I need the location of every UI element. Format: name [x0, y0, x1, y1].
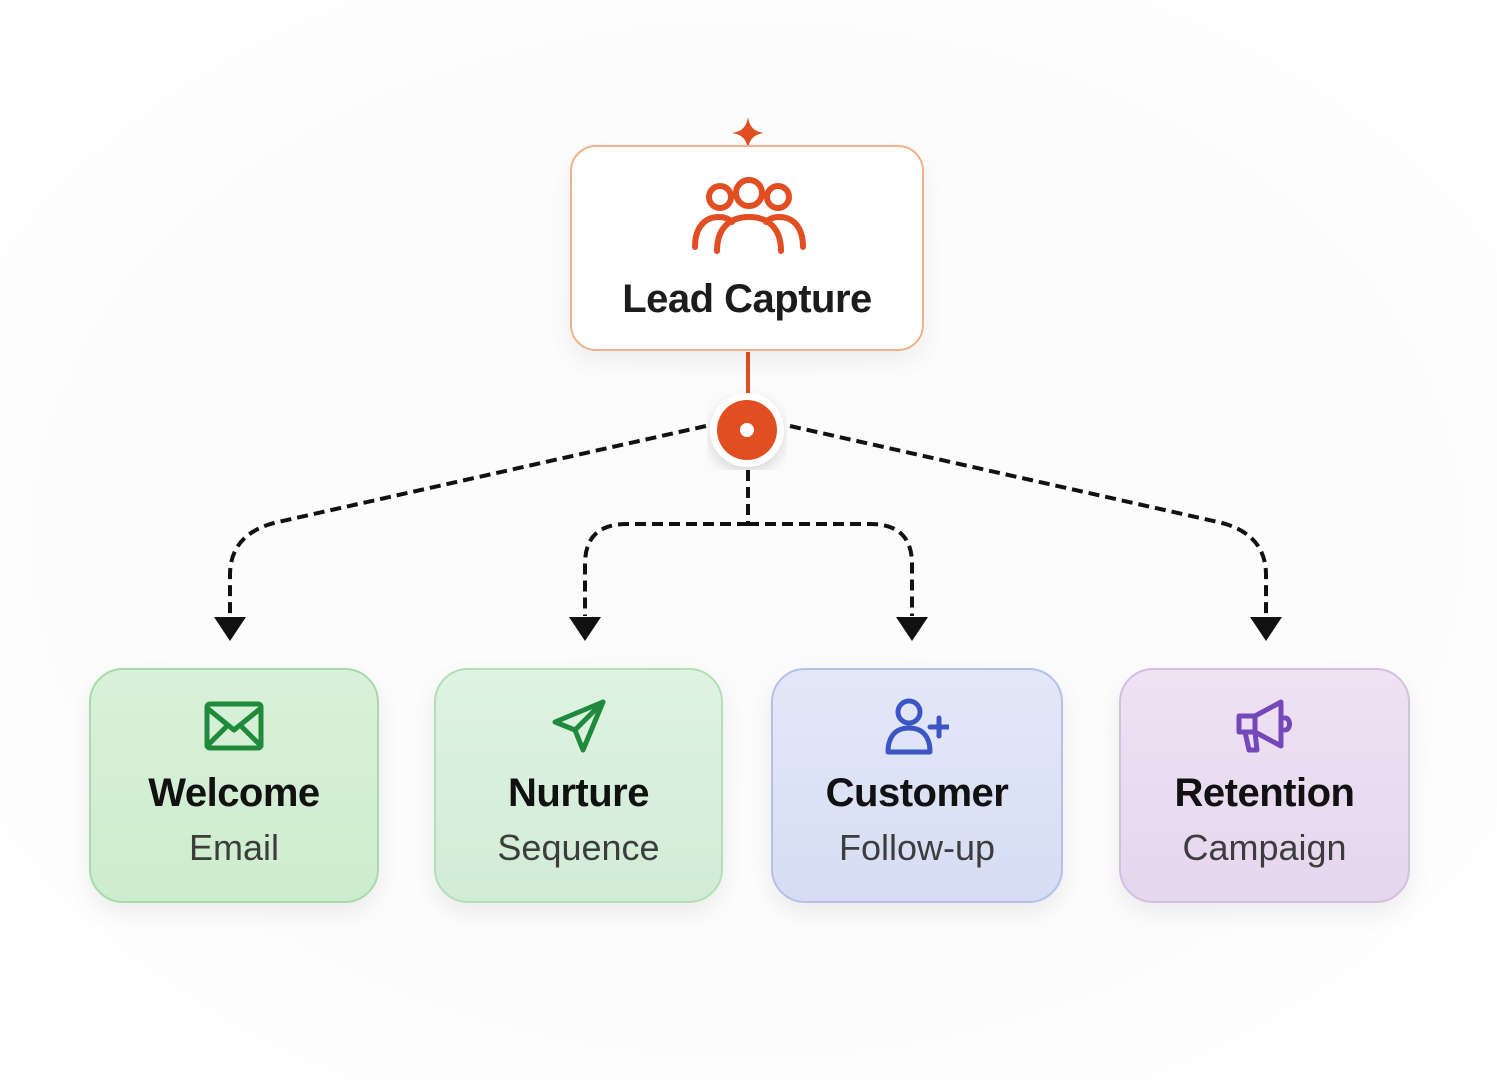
arrowhead-retention — [1250, 617, 1282, 641]
user-plus-icon — [885, 698, 949, 755]
nurture-sequence-node[interactable]: Nurture Sequence — [434, 668, 723, 903]
node-title: Retention — [1174, 771, 1355, 815]
megaphone-icon — [1236, 699, 1292, 753]
customer-follow-up-node[interactable]: Customer Follow-up — [771, 668, 1063, 903]
connector-to-nurture — [583, 522, 748, 616]
send-icon — [552, 699, 605, 753]
retention-campaign-node[interactable]: Retention Campaign — [1119, 668, 1410, 903]
node-subtitle: Sequence — [497, 827, 660, 868]
mail-icon — [204, 701, 264, 751]
arrowhead-welcome — [214, 617, 246, 641]
arrowhead-nurture — [569, 617, 601, 641]
node-title: Nurture — [508, 771, 649, 815]
node-subtitle: Email — [188, 827, 280, 868]
lead-capture-node[interactable]: Lead Capture — [570, 145, 924, 351]
connector-to-retention — [789, 424, 1268, 616]
node-title: Customer — [825, 771, 1009, 815]
sparkle-icon — [732, 117, 764, 149]
users-group-icon — [692, 177, 806, 254]
node-subtitle: Follow-up — [838, 827, 996, 868]
connector-to-welcome — [228, 424, 707, 616]
connector-to-customer — [748, 522, 914, 616]
node-subtitle: Campaign — [1182, 827, 1347, 868]
welcome-email-node[interactable]: Welcome Email — [89, 668, 379, 903]
node-title: Welcome — [148, 771, 320, 815]
root-title: Lead Capture — [622, 277, 872, 321]
arrowhead-customer — [896, 617, 928, 641]
target-dot-icon[interactable] — [707, 390, 787, 470]
